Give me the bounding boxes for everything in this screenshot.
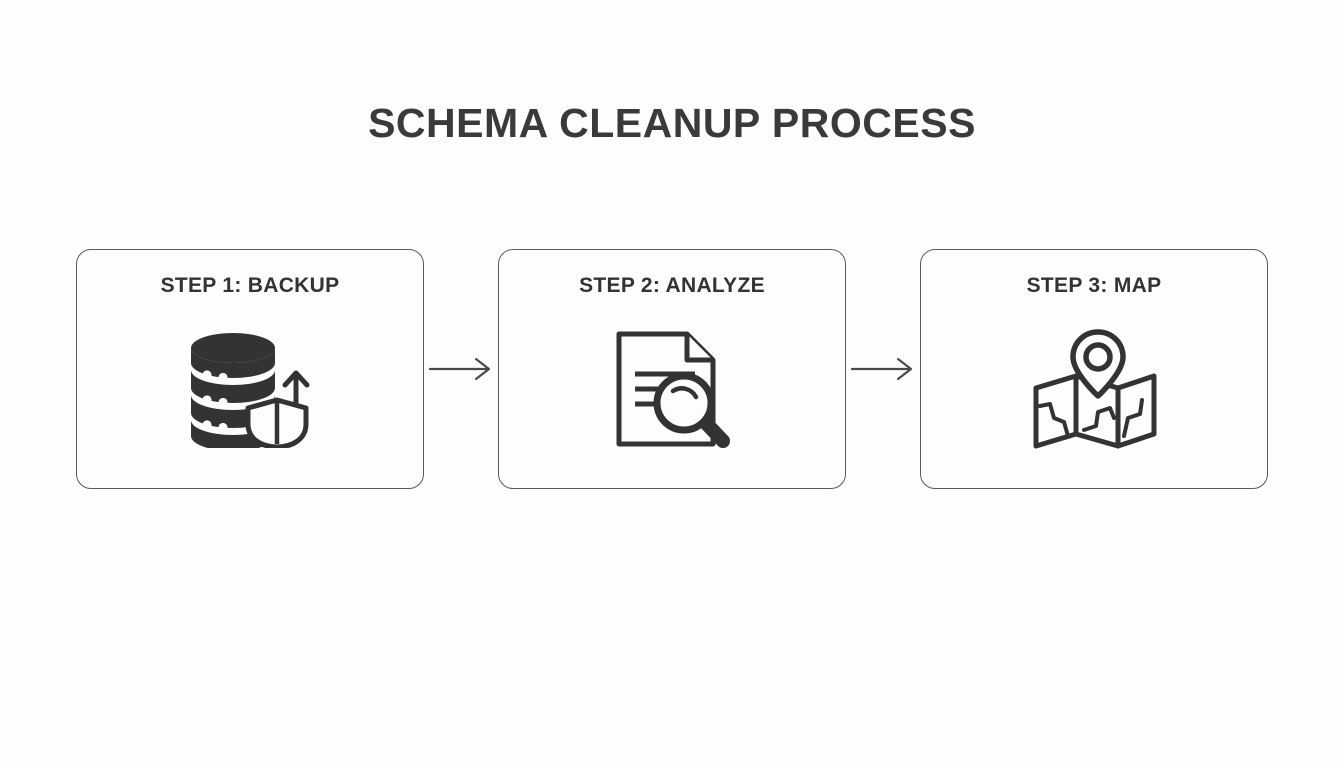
step-card-2-label: STEP 2: ANALYZE xyxy=(579,274,765,297)
step-card-2-icon-wrap xyxy=(499,298,845,488)
arrow-right-icon xyxy=(850,357,913,381)
arrow-right-icon xyxy=(428,357,491,381)
connector-1 xyxy=(424,354,498,384)
step-card-3-icon-wrap xyxy=(921,298,1267,488)
connector-2 xyxy=(846,354,920,384)
database-shield-backup-icon xyxy=(191,333,310,448)
document-magnifier-icon xyxy=(616,331,730,448)
page-title: SCHEMA CLEANUP PROCESS xyxy=(368,100,976,146)
step-card-3-label: STEP 3: MAP xyxy=(1026,274,1162,297)
step-card-3[interactable]: STEP 3: MAP xyxy=(920,249,1268,489)
step-card-1-label: STEP 1: BACKUP xyxy=(160,274,340,297)
folded-map-pin-icon xyxy=(1033,329,1157,449)
step-card-2[interactable]: STEP 2: ANALYZE xyxy=(498,249,846,489)
step-card-1-icon-wrap xyxy=(77,298,423,488)
step-card-1[interactable]: STEP 1: BACKUP xyxy=(76,249,424,489)
process-flow: STEP 1: BACKUP xyxy=(76,249,1268,489)
